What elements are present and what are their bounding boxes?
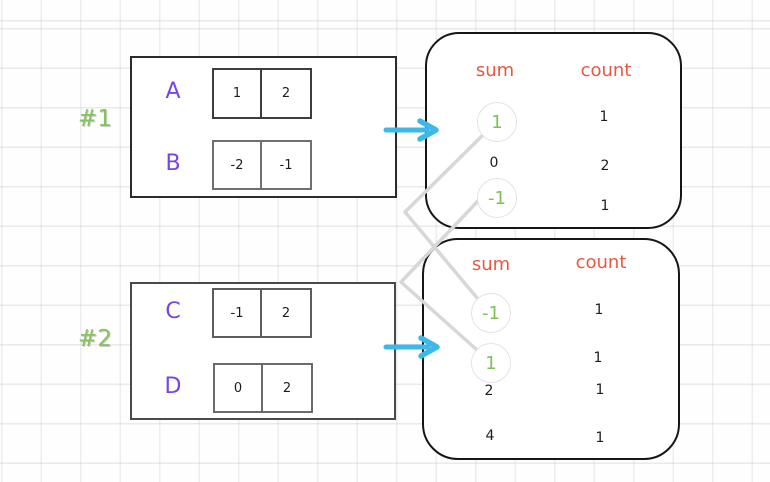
array-c-cells: -1 2 — [212, 288, 312, 338]
panel1-count-value: 2 — [600, 158, 610, 174]
panel2-count-value: 1 — [593, 350, 603, 366]
panel2-count-value: 1 — [595, 382, 605, 398]
array-a-cells: 1 2 — [212, 68, 312, 119]
group1-label: #1 — [78, 106, 112, 132]
array-d-cell-0: 0 — [213, 363, 263, 413]
array-c-cell-1: 2 — [262, 288, 312, 338]
array-d-cell-1: 2 — [263, 363, 313, 413]
panel2-sum-header: sum — [471, 254, 511, 275]
group2-label: #2 — [78, 326, 112, 352]
array-a-cell-1: 2 — [262, 68, 312, 119]
panel2-sum-value: 4 — [485, 428, 495, 444]
array-b-cell-1: -1 — [262, 140, 312, 190]
panel2-count-value: 1 — [595, 430, 605, 446]
panel2-sum-circled: 1 — [471, 343, 511, 383]
array-c-label: C — [165, 299, 181, 324]
array-c-cell-0: -1 — [212, 288, 262, 338]
panel1-count-value: 1 — [599, 109, 609, 125]
panel2-count-header: count — [575, 252, 627, 273]
array-d-cells: 0 2 — [213, 363, 313, 413]
panel1-sum-header: sum — [475, 60, 515, 81]
array-d-label: D — [164, 374, 182, 399]
array-b-cell-0: -2 — [212, 140, 262, 190]
panel2-count-value: 1 — [594, 302, 604, 318]
panel2-sum-value: 2 — [484, 383, 494, 399]
array-a-label: A — [165, 79, 181, 104]
panel1-sum-circled: -1 — [477, 178, 517, 218]
panel1-count-header: count — [580, 60, 632, 81]
panel1-count-value: 1 — [600, 198, 610, 214]
array-b-label: B — [165, 151, 181, 176]
panel1-sum-circled: 1 — [477, 102, 517, 142]
panel1-sum-value: 0 — [489, 155, 499, 171]
panel2-sum-circled: -1 — [471, 293, 511, 333]
array-b-cells: -2 -1 — [212, 140, 312, 190]
array-a-cell-0: 1 — [212, 68, 262, 119]
